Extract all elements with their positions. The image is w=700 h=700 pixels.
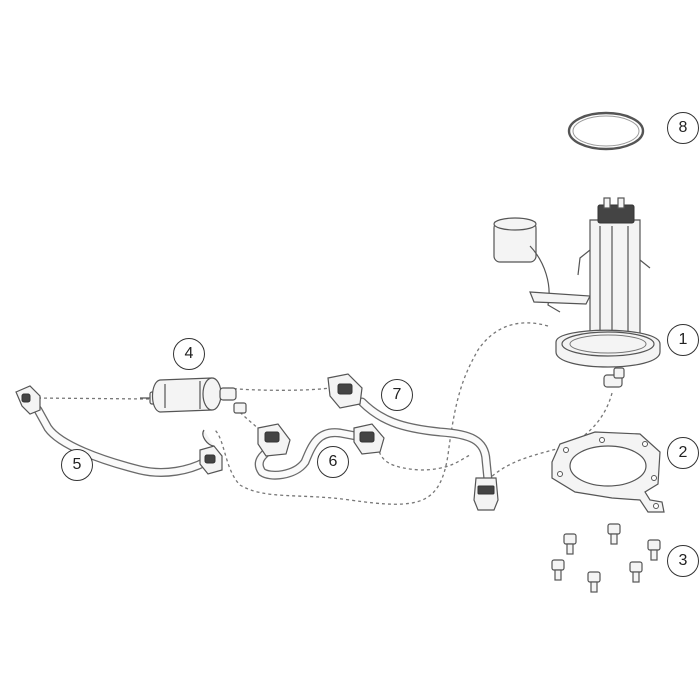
callout-4: 4 bbox=[173, 338, 205, 370]
callout-7: 7 bbox=[381, 379, 413, 411]
callout-8: 8 bbox=[667, 112, 699, 144]
fuel-routing-dashed-lines bbox=[31, 322, 613, 505]
fuel-filter bbox=[140, 377, 247, 414]
fuel-hose-6 bbox=[254, 423, 385, 480]
bolt bbox=[551, 559, 565, 581]
fuel-hose-7 bbox=[327, 373, 499, 511]
fuel-pump-assembly bbox=[493, 197, 661, 388]
fuel-hose-5 bbox=[15, 385, 223, 477]
bolt bbox=[647, 539, 661, 561]
bolt bbox=[607, 523, 621, 545]
callout-2: 2 bbox=[667, 437, 699, 469]
bolt bbox=[587, 571, 601, 593]
callout-1: 1 bbox=[667, 324, 699, 356]
flange-gasket bbox=[551, 431, 665, 513]
callout-3: 3 bbox=[667, 545, 699, 577]
bolt bbox=[563, 533, 577, 555]
bolt bbox=[629, 561, 643, 583]
bolt-set bbox=[551, 523, 661, 593]
callout-6: 6 bbox=[317, 446, 349, 478]
callout-5: 5 bbox=[61, 449, 93, 481]
o-ring bbox=[567, 111, 645, 151]
